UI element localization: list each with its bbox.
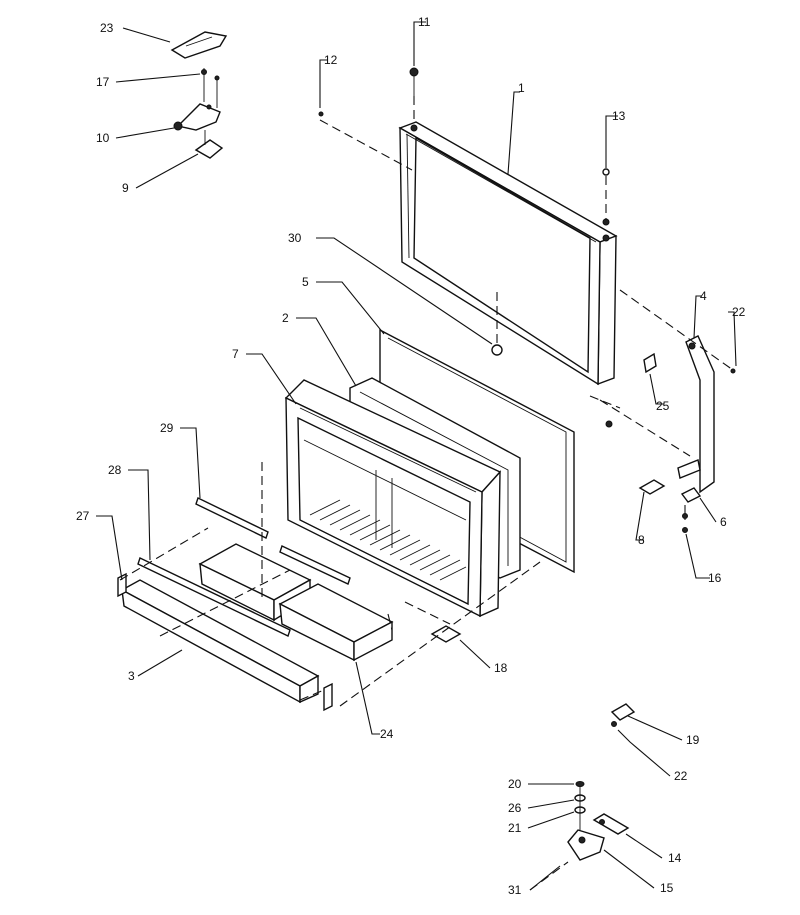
callout-7: 7 [232, 347, 239, 361]
callout-20: 20 [508, 777, 522, 791]
clip-25 [643, 352, 657, 374]
callout-29: 29 [160, 421, 174, 435]
callout-25: 25 [656, 399, 670, 413]
shim-8 [638, 479, 666, 495]
callout-10: 10 [96, 131, 110, 145]
bracket-3b [323, 682, 333, 712]
door-frame-1 [398, 121, 618, 386]
callout-22-top: 22 [732, 305, 746, 319]
callout-21: 21 [508, 821, 522, 835]
basket-frame-7 [284, 379, 502, 618]
callout-19: 19 [686, 733, 700, 747]
callout-12: 12 [324, 53, 338, 67]
hinge-bracket-14 [592, 813, 630, 835]
rail-29 [195, 497, 269, 539]
front-trim-3 [120, 579, 320, 704]
callout-16: 16 [708, 571, 722, 585]
callout-8: 8 [638, 533, 645, 547]
callout-31: 31 [508, 883, 522, 897]
rail-right [279, 545, 351, 585]
bracket-19 [610, 703, 636, 727]
callout-13: 13 [612, 109, 626, 123]
hinge-plate-6 [677, 459, 702, 503]
bottom-hinge-stack [574, 781, 586, 830]
callout-9: 9 [122, 181, 129, 195]
hinge-bracket-10 [173, 68, 221, 131]
leader-lines [96, 21, 737, 891]
callout-22-bottom: 22 [674, 769, 688, 783]
callout-15: 15 [660, 881, 674, 895]
callout-28: 28 [108, 463, 122, 477]
callout-17: 17 [96, 75, 110, 89]
hinge-plate-9 [194, 130, 224, 159]
callout-5: 5 [302, 275, 309, 289]
callout-3: 3 [128, 669, 135, 683]
callout-2: 2 [282, 311, 289, 325]
hinge-cover-23 [170, 31, 228, 59]
callout-11: 11 [418, 15, 431, 29]
callout-labels: 1 2 3 4 5 6 7 8 9 10 11 12 13 14 15 16 1… [76, 15, 746, 897]
callout-26: 26 [508, 801, 522, 815]
callout-6: 6 [720, 515, 727, 529]
basket-right-24 [278, 583, 394, 662]
pad-18 [430, 625, 462, 643]
callout-30: 30 [288, 231, 302, 245]
callout-27: 27 [76, 509, 90, 523]
callout-23: 23 [100, 21, 114, 35]
callout-14: 14 [668, 851, 682, 865]
callout-1: 1 [518, 81, 525, 95]
hinge-15 [567, 829, 605, 861]
hinge-bar-4 [685, 335, 715, 494]
rail-left-28 [137, 557, 291, 637]
basket-left [198, 543, 312, 622]
callout-4: 4 [700, 289, 707, 303]
small-parts [318, 67, 736, 533]
callout-24: 24 [380, 727, 394, 741]
callout-18: 18 [494, 661, 508, 675]
